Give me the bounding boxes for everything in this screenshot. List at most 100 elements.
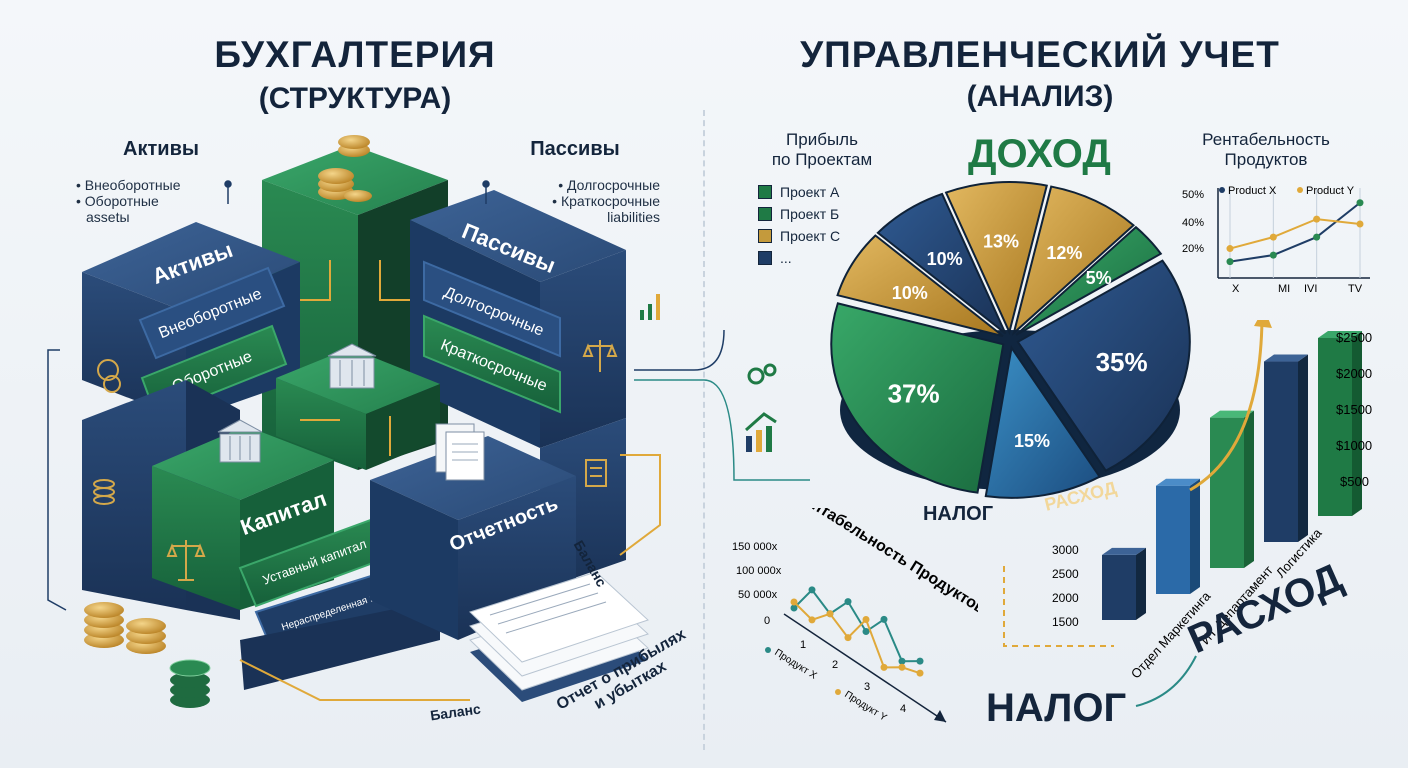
legend-dot-product-x [765,647,771,653]
liabilities-legend: Пассивы • Долгосрочные • Краткосрочные l… [490,138,660,225]
pie-slice-label: 13% [983,231,1019,251]
trend-arrow [1189,320,1264,492]
pie-slice-label: 15% [1014,431,1050,451]
profitability-top-chart: 50% 40% 20% X MI IVI TV Product X Produc… [1182,185,1370,295]
data-point [808,616,816,624]
pie-slice [1016,259,1191,472]
y-tick-label: 40% [1182,217,1204,229]
x-tick-label: 3 [864,681,870,693]
income-pie-chart: 13%12%5%35%15%37%10%10% НАЛОГ РАСХОД [830,181,1191,525]
bank-icon [327,343,377,389]
bottom-word-tax: НАЛОГ [986,686,1127,730]
left-subtitle: (СТРУКТУРА) [258,82,452,115]
pie-slice [836,234,1004,338]
expense-bar-side [1352,331,1362,516]
profitability-top-title: Рентабельность Продуктов [1202,130,1330,169]
section-divider [703,110,705,750]
x-tick-label: MI [1278,283,1290,295]
assets-legend-item: assetы [86,209,130,225]
data-point [790,598,798,606]
income-label: ДОХОД [968,132,1111,176]
y-tick-label: 100 000х [736,565,782,577]
data-point [880,663,888,671]
mini-growth-icons [634,294,810,481]
connector-line [634,329,725,371]
legend-dot-product-x [1219,187,1225,193]
projects-legend-item: Проект А [758,184,902,200]
legend-swatch [758,185,772,199]
pie-slice-label: 35% [1096,347,1148,377]
trend-arrowhead [1254,320,1272,328]
y-tick-label: 50% [1182,189,1204,201]
legend-label-product-x: Product X [1228,185,1277,197]
expense-bar-top [1318,331,1362,338]
legend-dot-product-y [1297,187,1303,193]
right-title: УПРАВЛЕНЧЕСКИЙ УЧЕТ [800,34,1280,75]
bank-icon [217,419,263,463]
data-point [844,634,852,642]
pie-slice [876,192,1007,335]
pie-slice [1012,185,1136,336]
y-tick-label: 20% [1182,243,1204,255]
assets-legend-item: • Внеоборотные [76,177,181,193]
expense-bar-chart: $2500 $2000 $1500 $1000 $500 3000 2500 2… [1052,320,1372,680]
y-tick-label-low: 2000 [1052,591,1079,605]
expense-bar-top [1210,410,1254,418]
y-tick-label: 50 000х [738,589,778,601]
y-tick-label: $1500 [1336,402,1372,417]
assets-block: Активы Внеоборотные Оборотные [82,222,300,420]
pie-slice-label: 10% [892,283,928,303]
y-tick-label: 150 000х [732,541,778,553]
data-point [1269,251,1277,259]
legend-label-product-y: Product Y [1306,185,1355,197]
expense-bar [1264,361,1298,542]
pie-slice [944,181,1049,336]
data-point [808,586,816,594]
pie-slice [830,302,1005,494]
pie-slice-label: 10% [927,249,963,269]
y-tick-label: $500 [1340,474,1369,489]
projects-legend-item: Проект Б [758,206,902,222]
assets-legend: Активы • Внеоборотные • Оборотные assetы [76,138,246,225]
projects-legend-item: Проект С [758,228,902,244]
pie-word-tax: НАЛОГ [923,503,993,525]
coins-small-icon [93,479,115,505]
data-point [1356,220,1364,228]
y-tick-label: 0 [764,615,770,627]
expense-bar-side [1298,354,1308,542]
data-point [898,663,906,671]
coins-top-icon [318,135,372,202]
projects-legend-item: ... [758,250,902,266]
connector-lines [47,180,490,611]
x-tick-label: IVI [1304,283,1317,295]
legend-label-product-x: Продукт X [772,647,818,682]
series-line [1229,218,1361,250]
data-point [862,616,870,624]
expense-bar-side [1244,410,1254,568]
data-point [880,615,888,623]
y-tick-label: $1000 [1336,438,1372,453]
report-icon [585,459,607,487]
pie-slice [984,345,1102,499]
legend-label-product-y: Продукт Y [842,689,888,724]
expense-bar-top [1102,547,1146,555]
data-point [916,657,924,665]
document-icon [435,423,485,481]
legend-swatch [758,229,772,243]
x-tick-label: 4 [900,703,906,715]
liabilities-legend-item: • Краткосрочные [552,193,660,209]
assets-legend-title: Активы [123,138,199,160]
data-point [1269,233,1277,241]
legend-swatch [758,251,772,265]
expense-bar [1210,417,1244,568]
expense-bar-side [1136,547,1146,620]
scales-icon [582,340,618,372]
legend-label: Проект А [780,184,840,200]
expense-bar-side [1190,478,1200,594]
series-line [1229,201,1361,263]
legend-label: ... [780,250,792,266]
data-point [1313,215,1321,223]
balance-document-stack: Баланс [469,538,649,702]
connector-line [634,379,810,481]
